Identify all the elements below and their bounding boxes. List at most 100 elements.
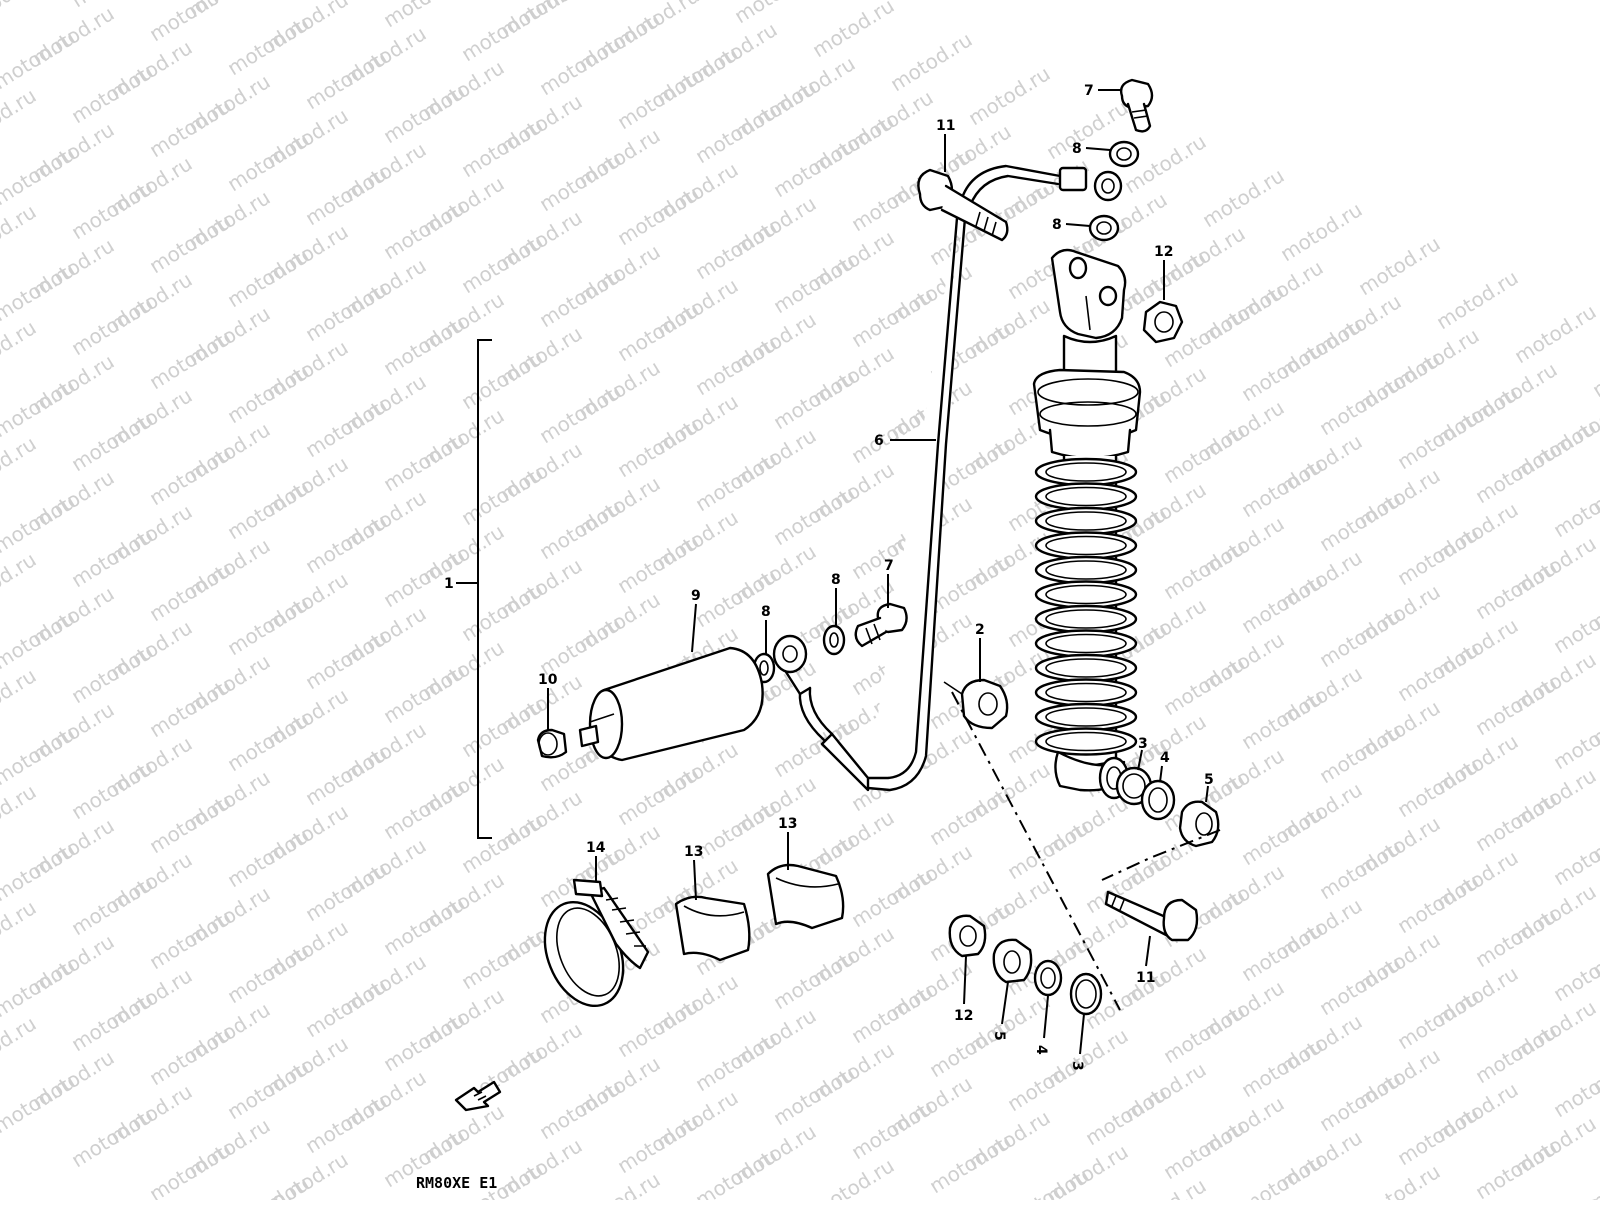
watermark-text: motod.ru — [301, 393, 392, 462]
watermark-text: motod.ru — [1549, 1169, 1600, 1200]
watermark-text: motod.ru — [1471, 671, 1562, 740]
watermark-text: motod.ru — [1354, 1159, 1445, 1200]
watermark-text: motod.ru — [379, 427, 470, 496]
watermark-text: motod.ru — [457, 809, 548, 878]
watermark-text: motod.ru — [847, 1095, 938, 1164]
watermark-text: motod.ru — [613, 65, 704, 134]
watermark-text: motod.ru — [691, 447, 782, 516]
watermark-text: motod.ru — [301, 857, 392, 926]
watermark-text: motod.ru — [1471, 787, 1562, 856]
watermark-text: motod.ru — [1003, 1047, 1094, 1116]
watermark-text: motod.ru — [379, 775, 470, 844]
watermark-text: motod.ru — [0, 663, 40, 732]
watermark-text: motod.ru — [0, 141, 79, 210]
watermark-text: motod.ru — [1588, 333, 1600, 402]
watermark-text: motod.ru — [0, 1069, 79, 1138]
watermark-text: motod.ru — [0, 721, 79, 790]
watermark-text: motod.ru — [535, 379, 626, 448]
watermark-text: motod.ru — [223, 475, 314, 544]
watermark-text: motod.ru — [1198, 163, 1289, 232]
watermark-text: motod.ru — [691, 1143, 782, 1200]
spring-coil-inner — [1045, 682, 1127, 703]
watermark-text: motod.ru — [457, 113, 548, 182]
callout-11-lower: 11 — [1136, 970, 1155, 986]
watermark-text: motod.ru — [67, 523, 158, 592]
watermark-text: motod.ru — [223, 591, 314, 660]
watermark-text: motod.ru — [379, 79, 470, 148]
watermark-text: motod.ru — [1471, 903, 1562, 972]
watermark-text: motod.ru — [379, 195, 470, 264]
watermark-text: motod.ru — [0, 1011, 40, 1080]
watermark-text: motod.ru — [1159, 999, 1250, 1068]
watermark-text: motod.ru — [301, 741, 392, 810]
watermark-text: motod.ru — [691, 1027, 782, 1096]
watermark-text: motod.ru — [379, 0, 470, 32]
watermark-text: motod.ru — [0, 489, 79, 558]
bolt-11-top — [917, 168, 1009, 242]
watermark-text: motod.ru — [1237, 685, 1328, 754]
watermark-text: motod.ru — [574, 1167, 665, 1200]
watermark-text: motod.ru — [691, 215, 782, 284]
watermark-text: motod.ru — [808, 0, 899, 62]
callout-14: 14 — [586, 840, 606, 856]
watermark-text: motod.ru — [67, 59, 158, 128]
watermark-text: motod.ru — [769, 133, 860, 202]
watermark-text: motod.ru — [145, 0, 236, 46]
callout-10: 10 — [538, 672, 558, 688]
watermark-text: motod.ru — [145, 1021, 236, 1090]
callout-13-left: 13 — [684, 844, 703, 860]
watermark-text: motod.ru — [223, 359, 314, 428]
hose-clamp-14 — [543, 878, 650, 1008]
watermark-text: motod.ru — [1237, 1149, 1328, 1200]
callout-7-lower: 7 — [884, 558, 894, 574]
watermark-text: motod.ru — [613, 181, 704, 250]
watermark-text: motod.ru — [1393, 637, 1484, 706]
watermark-text: motod.ru — [0, 837, 79, 906]
callout-11-top: 11 — [936, 118, 955, 134]
watermark-text: motod.ru — [301, 973, 392, 1042]
watermark-text: motod.ru — [379, 891, 470, 960]
watermark-text: motod.ru — [1471, 555, 1562, 624]
callout-13-right: 13 — [778, 816, 797, 832]
watermark-text: motod.ru — [0, 605, 79, 674]
watermark-text: motod.ru — [808, 1153, 899, 1200]
spring-coil-inner — [1045, 731, 1127, 752]
watermark-text: motod.ru — [223, 11, 314, 80]
front-direction-arrow-icon — [454, 1080, 502, 1112]
rubber-bands-13 — [674, 863, 845, 962]
watermark-text: motod.ru — [535, 31, 626, 100]
watermark-text: motod.ru — [1393, 753, 1484, 822]
watermark-text: motod.ru — [0, 895, 40, 964]
watermark-text: motod.ru — [223, 823, 314, 892]
watermark-text: motod.ru — [457, 577, 548, 646]
watermark-text: motod.ru — [769, 481, 860, 550]
watermark-text: motod.ru — [1315, 603, 1406, 672]
watermark-text: motod.ru — [535, 263, 626, 332]
watermark-text: motod.ru — [457, 345, 548, 414]
watermark-text: motod.ru — [301, 1089, 392, 1158]
lower-right-stack — [1115, 766, 1220, 848]
callout-2: 2 — [975, 622, 985, 638]
watermark-text: motod.ru — [691, 563, 782, 632]
watermark-text: motod.ru — [67, 407, 158, 476]
watermark-text: motod.ru — [0, 547, 40, 616]
watermark-text: motod.ru — [1471, 439, 1562, 508]
watermark-text: motod.ru — [0, 83, 40, 152]
callout-4: 4 — [1160, 750, 1170, 766]
watermark-text: motod.ru — [457, 461, 548, 530]
callout-7-top: 7 — [1084, 83, 1094, 99]
watermark-text: motod.ru — [1276, 197, 1367, 266]
watermark-text: motod.ru — [1393, 869, 1484, 938]
watermark-text: motod.ru — [301, 625, 392, 694]
watermark-text: motod.ru — [145, 905, 236, 974]
watermark-text: motod.ru — [379, 543, 470, 612]
watermark-text: motod.ru — [847, 979, 938, 1048]
watermark-text: motod.ru — [925, 781, 1016, 850]
banjo-bolt-7-lower — [854, 602, 908, 648]
callout-4-lower: 4 — [1033, 1045, 1049, 1055]
watermark-text: motod.ru — [457, 0, 548, 66]
watermark-text: motod.ru — [691, 795, 782, 864]
watermark-text: motod.ru — [1315, 487, 1406, 556]
spring-coil-inner — [1045, 609, 1127, 629]
